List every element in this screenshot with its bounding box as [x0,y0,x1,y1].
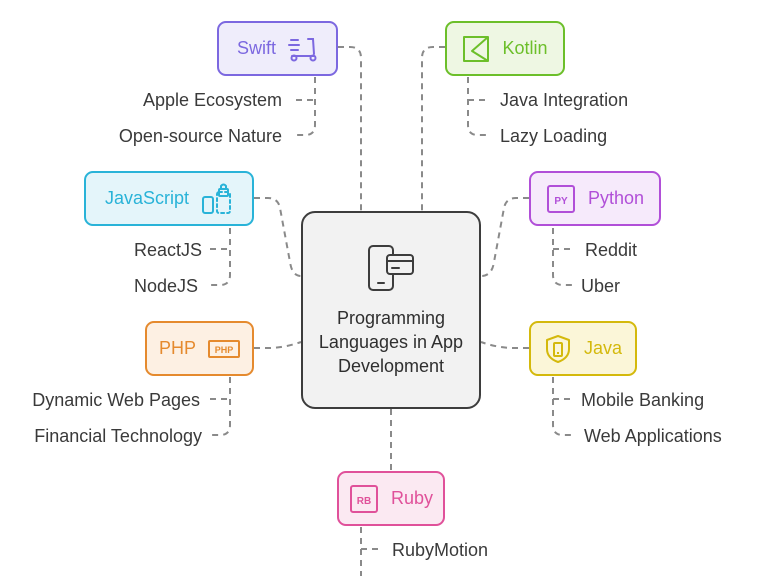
node-python-label: Python [587,188,645,208]
shield-phone-icon [544,334,572,364]
leaf-reactjs: ReactJS [133,240,202,260]
leaf-uber: Uber [581,276,621,296]
node-javascript-label: JavaScript [104,188,190,208]
node-java: Java [529,321,637,376]
node-ruby: RB Ruby [337,471,445,526]
mobile-payment-icon [365,243,417,300]
leaf-financial-technology: Financial Technology [34,426,202,446]
svg-text:PY: PY [554,196,568,207]
scooter-icon [288,36,318,62]
central-topic: Programming Languages in App Development [301,211,481,409]
ruby-file-icon: RB [349,484,379,514]
central-topic-title: Programming Languages in App Development [318,307,464,376]
node-kotlin-label: Kotlin [502,38,548,58]
leaf-rubymotion: RubyMotion [392,540,489,560]
leaf-reddit: Reddit [585,240,638,260]
leaf-nodejs: NodeJS [133,276,198,296]
leaf-dynamic-web-pages: Dynamic Web Pages [32,390,200,410]
node-python: PY Python [529,171,661,226]
node-java-label: Java [583,338,623,358]
lock-device-icon [201,183,233,215]
kotlin-logo-icon [462,35,490,63]
node-swift: Swift [217,21,338,76]
leaf-mobile-banking: Mobile Banking [581,390,705,410]
svg-text:RB: RB [357,496,371,507]
node-javascript: JavaScript [84,171,254,226]
leaf-lazy-loading: Lazy Loading [500,126,608,146]
leaf-java-integration: Java Integration [500,90,629,110]
node-ruby-label: Ruby [390,488,434,508]
node-swift-label: Swift [236,38,276,58]
leaf-web-applications: Web Applications [584,426,722,446]
node-php-label: PHP [158,338,196,358]
php-icon: PHP [208,339,240,359]
leaf-apple-ecosystem: Apple Ecosystem [142,90,282,110]
python-file-icon: PY [546,184,576,214]
leaf-open-source-nature: Open-source Nature [118,126,282,146]
svg-text:PHP: PHP [215,345,234,355]
node-php: PHP PHP [145,321,254,376]
node-kotlin: Kotlin [445,21,565,76]
